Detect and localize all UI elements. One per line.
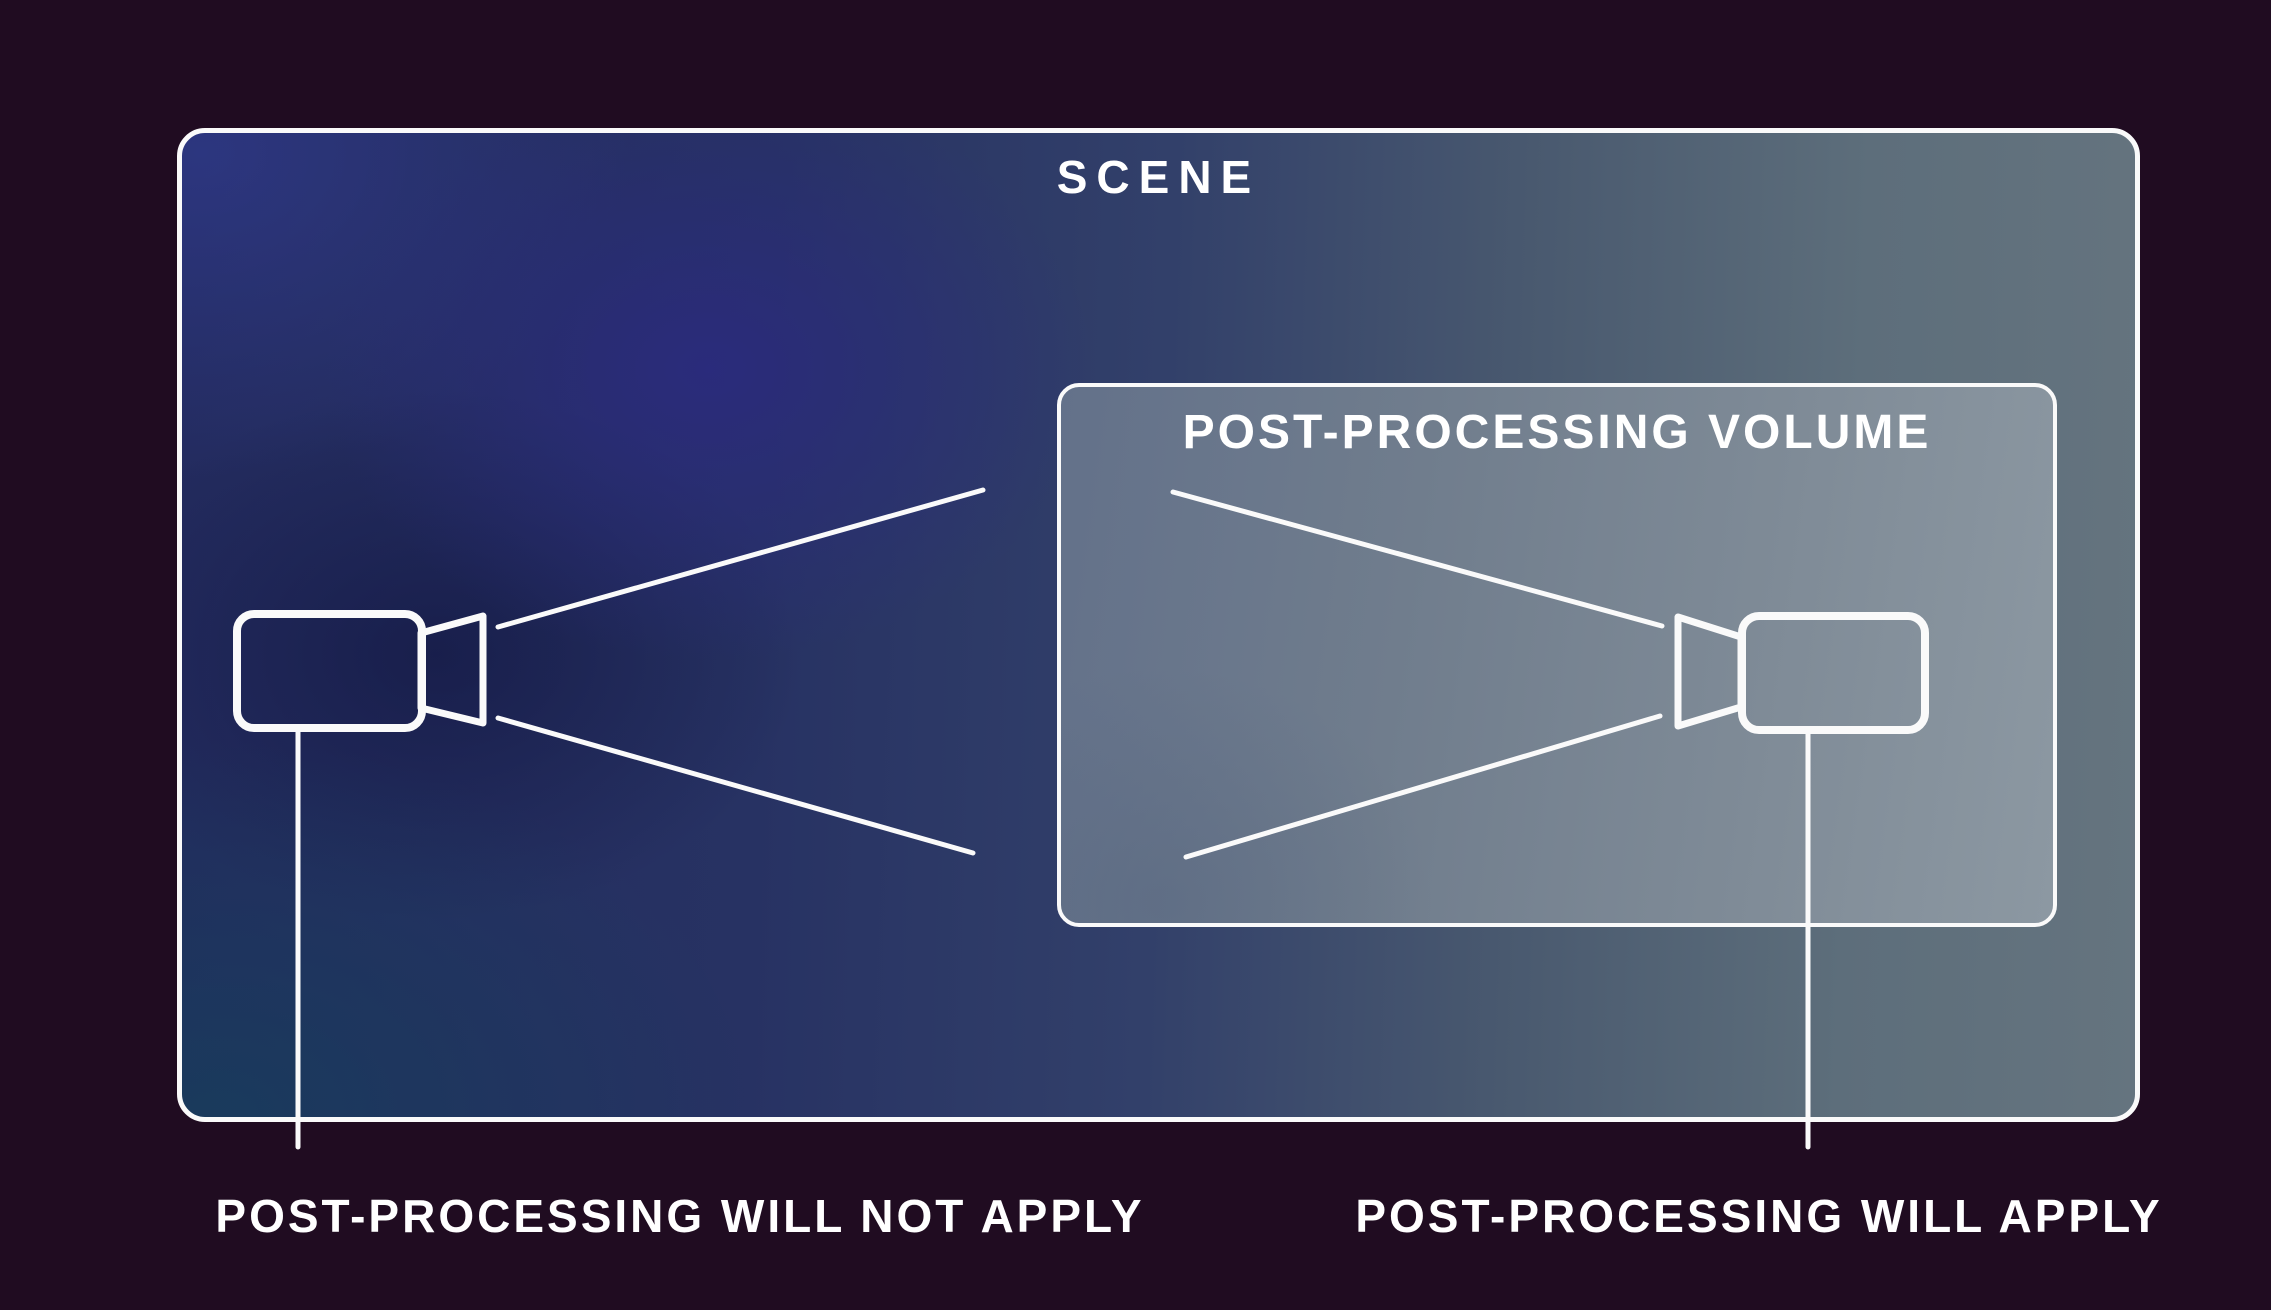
- right-frustum-lower-line: [1183, 713, 1663, 860]
- left-camera-icon: [233, 487, 986, 1150]
- left-frustum-lower-line: [495, 715, 976, 856]
- right-camera-lens: [1674, 613, 1745, 730]
- caption-post-processing-will-not-apply: POST-PROCESSING WILL NOT APPLY: [215, 1190, 1145, 1242]
- caption-post-processing-will-apply: POST-PROCESSING WILL APPLY: [1355, 1190, 2163, 1242]
- right-frustum-upper-line: [1170, 489, 1665, 629]
- volume-label: POST-PROCESSING VOLUME: [1182, 406, 1932, 459]
- left-camera-lens: [417, 612, 487, 727]
- right-camera-body: [1738, 612, 1929, 734]
- post-processing-volume-box: [1057, 383, 2057, 927]
- left-camera-body: [233, 610, 426, 732]
- right-camera-icon: [1170, 489, 1929, 1150]
- scene-label: SCENE: [1056, 151, 1261, 203]
- left-frustum-upper-line: [495, 487, 986, 630]
